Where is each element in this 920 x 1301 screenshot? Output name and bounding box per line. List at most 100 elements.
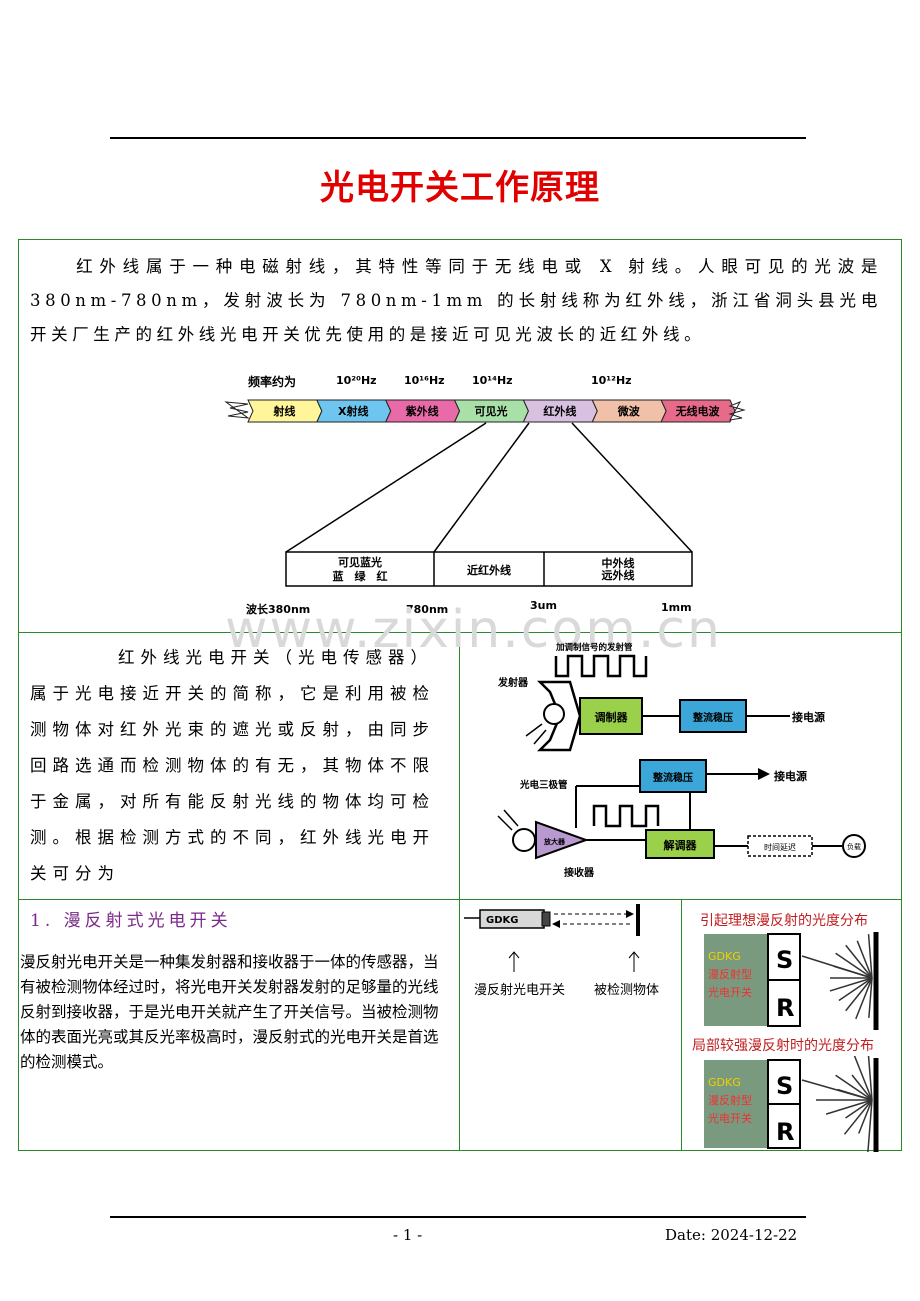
rectifier-label-bottom: 整流稳压 xyxy=(652,771,693,784)
box2-line2: 漫反射型 xyxy=(708,1093,752,1107)
partial-reflection-diagram: GDKG 漫反射型 光电开关 S R xyxy=(704,1056,879,1152)
scatter-ray xyxy=(843,1099,873,1135)
footer-date: Date: 2024-12-22 xyxy=(665,1226,798,1244)
object-caption: 被检测物体 xyxy=(594,983,659,998)
sensor-text: 红外线光电开关（光电传感器）属于光电接近开关的简称，它是利用被检测物体对红外光束… xyxy=(30,648,435,883)
switch-box-1 xyxy=(704,934,768,1026)
scatter-ray xyxy=(867,934,873,979)
emit-ray-1 xyxy=(525,723,543,737)
demodulator-label: 解调器 xyxy=(664,838,698,852)
scatter-rays-2 xyxy=(801,1056,873,1152)
load-icon xyxy=(842,834,866,858)
box1-line3: 光电开关 xyxy=(708,985,752,999)
page-title: 光电开关工作原理 xyxy=(320,168,600,208)
carrier-label: 加调制信号的发射管 xyxy=(555,642,633,653)
s-label-2: S xyxy=(776,1072,793,1100)
partial-distribution-caption: 局部较强漫反射时的光度分布 xyxy=(692,1038,874,1054)
emitter-label: 发射器 xyxy=(497,676,529,689)
scatter-ray xyxy=(856,940,873,979)
power-arrow xyxy=(758,768,770,780)
scatter-ray xyxy=(835,952,873,979)
amplifier-label: 放大器 xyxy=(543,837,566,846)
wavelength-2: 780nm xyxy=(406,603,448,616)
recv-ray-2 xyxy=(503,809,519,827)
phototransistor-icon xyxy=(512,828,536,852)
scatter-ray xyxy=(851,1074,873,1101)
sub-band-visible-blue: 可见蓝光 xyxy=(338,555,382,569)
scatter-ray xyxy=(825,1099,873,1115)
wave-right-end xyxy=(728,401,746,421)
intro-paragraph: 红外线属于一种电磁射线，其特性等同于无线电或 X 射线。人眼可见的光波是 380… xyxy=(30,250,882,352)
scatter-ray xyxy=(835,1074,873,1101)
top-rule xyxy=(110,137,806,139)
scatter-rays-1 xyxy=(801,934,873,1020)
receiver-label: 接收器 xyxy=(564,866,595,879)
wavelength-1: 波长380nm xyxy=(246,602,310,616)
freq-label: 频率约为 xyxy=(248,374,296,389)
scatter-ray xyxy=(845,977,873,1012)
scatter-ray xyxy=(845,1099,873,1119)
band-label-0: 射线 xyxy=(272,404,295,418)
object-pointer-head xyxy=(628,951,640,959)
sub-band-near-ir: 近红外线 xyxy=(467,563,511,577)
recv-ray-1 xyxy=(497,815,513,831)
watermark: www.zixin.com.cn xyxy=(225,600,722,660)
band-label-6: 无线电波 xyxy=(675,404,721,418)
power-label-bottom: 接电源 xyxy=(774,769,807,783)
scatter-ray xyxy=(829,977,873,992)
fan-line-left xyxy=(285,422,487,553)
wave-left-end xyxy=(224,401,250,419)
freq-2: 10¹⁶Hz xyxy=(404,374,445,387)
modulator-label: 调制器 xyxy=(595,710,629,724)
col-divider-1 xyxy=(459,632,460,1151)
row-divider-1 xyxy=(18,632,902,633)
band-label-3: 可见光 xyxy=(475,404,508,418)
bottom-rule xyxy=(110,1216,806,1218)
r-label-1: R xyxy=(776,994,794,1022)
freq-3: 10¹⁴Hz xyxy=(472,374,513,387)
demodulator-box xyxy=(645,829,715,859)
band-6 xyxy=(660,399,736,423)
content-table xyxy=(18,239,902,1151)
band-label-5: 微波 xyxy=(617,404,641,418)
switch-caption: 漫反射光电开关 xyxy=(474,982,565,998)
carrier-pulses xyxy=(554,654,648,678)
scatter-ray xyxy=(855,977,873,1020)
ideal-distribution-caption: 引起理想漫反射的光度分布 xyxy=(700,913,868,929)
r-label-2: R xyxy=(776,1118,794,1146)
delay-box xyxy=(747,835,813,857)
gdkg-label: GDKG xyxy=(486,915,518,926)
sub-band-box xyxy=(285,551,693,587)
scatter-ray xyxy=(867,1056,873,1101)
page-number: - 1 - xyxy=(393,1226,423,1244)
power-label-top: 接电源 xyxy=(792,710,825,724)
ideal-reflection-diagram: GDKG 漫反射型 光电开关 S R xyxy=(704,932,879,1030)
box2-line3: 光电开关 xyxy=(708,1111,752,1125)
scatter-ray xyxy=(853,1056,873,1101)
diffuse-setup-diagram: GDKG 漫反射光电开关 被检测物体 xyxy=(464,904,659,998)
box1-line1: GDKG xyxy=(708,950,741,963)
amplifier-triangle xyxy=(535,820,589,860)
scatter-ray xyxy=(833,965,873,979)
received-pulses xyxy=(592,804,660,828)
phototransistor-label: 光电三极管 xyxy=(519,779,568,791)
rectifier-label-top: 整流稳压 xyxy=(692,711,733,724)
scatter-ray xyxy=(837,1088,873,1101)
s-label-1: S xyxy=(776,946,793,974)
scatter-ray xyxy=(838,977,873,1002)
scatter-ray xyxy=(868,977,873,1018)
sub-band-rgb: 蓝 绿 红 xyxy=(333,569,388,583)
rectifier-box-bottom xyxy=(639,759,707,793)
band-label-2: 紫外线 xyxy=(406,404,439,418)
load-label: 负载 xyxy=(847,842,861,851)
beam-arrow-right xyxy=(626,910,634,918)
col-divider-2 xyxy=(681,899,682,1151)
scatter-ray xyxy=(845,944,873,979)
fan-line-right xyxy=(571,422,693,553)
switch-pointer-head xyxy=(508,951,520,959)
band-label-4: 红外线 xyxy=(543,404,576,418)
box1-line2: 漫反射型 xyxy=(708,967,752,981)
sub-band-mid-ir: 中外线 xyxy=(602,556,635,570)
